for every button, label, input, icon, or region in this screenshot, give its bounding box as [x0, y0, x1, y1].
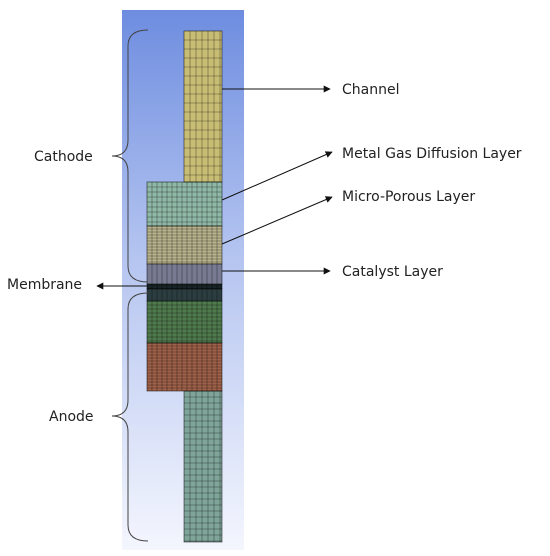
anode-label: Anode	[49, 409, 94, 425]
metal-gdl-label: Metal Gas Diffusion Layer	[342, 146, 522, 162]
anode-gdl-layer	[147, 301, 222, 343]
mesh-layers	[146, 30, 223, 543]
anode-brace	[111, 292, 149, 542]
cathode-mpl-layer	[147, 226, 222, 264]
cathode-metal-gdl-layer	[147, 182, 222, 226]
channel-label: Channel	[342, 82, 399, 98]
mpl-label: Micro-Porous Layer	[342, 189, 475, 205]
mpl-leader-arrow	[221, 196, 333, 245]
layer-outline	[183, 390, 223, 543]
metal-gdl-leader-arrow	[221, 151, 333, 201]
mesh-grid-lines	[146, 30, 223, 543]
cathode-label: Cathode	[34, 149, 93, 165]
cathode-brace	[111, 29, 149, 283]
membrane-layer	[147, 284, 222, 289]
catalyst-layer-label: Catalyst Layer	[342, 264, 443, 280]
membrane-label: Membrane	[7, 277, 82, 293]
